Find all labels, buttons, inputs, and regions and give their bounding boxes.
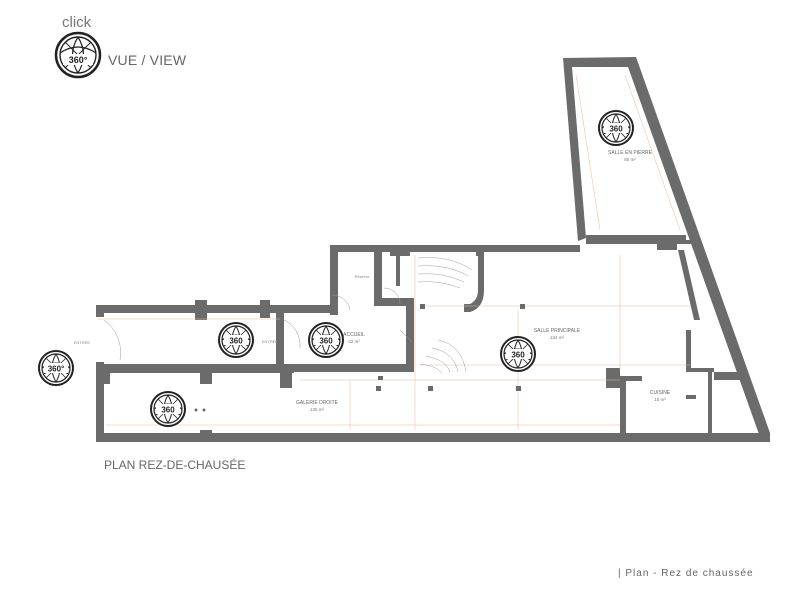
room-labels: SALLE EN PIERRE 80 m² SALLE PRINCIPALE 1…: [74, 150, 671, 412]
pano-360-icon-accueil[interactable]: 360: [308, 322, 344, 358]
pano-label-street-entrance: 360°: [48, 365, 65, 374]
fixtures: [194, 304, 525, 412]
plan-title: PLAN REZ-DE-CHAUSÉE: [104, 458, 246, 472]
staircase: [417, 257, 473, 375]
pano-label-salle-principale: 360: [511, 351, 525, 360]
label-entree-right: ENTRÉE: [262, 339, 279, 344]
pano-label-accueil: 360: [319, 337, 333, 346]
pano-label-salle-en-pierre: 360: [609, 125, 623, 134]
room-area-accueil: 42 m²: [348, 339, 360, 344]
room-area-cuisine: 15 m²: [654, 397, 666, 402]
pano-label-galerie-droite: 360: [161, 406, 175, 415]
label-entree-left: ENTRÉE: [74, 340, 91, 345]
view-label: VUE / VIEW: [108, 52, 187, 68]
room-name-salle-principale: SALLE PRINCIPALE: [534, 328, 581, 334]
pano-360-icon-entree-hall[interactable]: 360: [218, 322, 254, 358]
click-label: click: [62, 14, 92, 31]
room-name-cuisine: CUISINE: [650, 390, 671, 396]
walls: [96, 57, 770, 442]
pano-360-icon-salle-en-pierre[interactable]: 360: [598, 110, 634, 146]
footer-caption: | Plan - Rez de chaussée: [618, 568, 754, 579]
main-360-icon[interactable]: 360°: [54, 31, 102, 79]
pano-label-entree-hall: 360: [229, 337, 243, 346]
room-name-accueil: ACCUEIL: [343, 332, 365, 338]
label-reserve: Réserve: [355, 274, 371, 279]
room-area-salle-principale: 134 m²: [550, 335, 565, 340]
pano-360-icon-street-entrance[interactable]: 360°: [38, 350, 74, 386]
doors: [103, 287, 413, 361]
pano-360-icon-galerie-droite[interactable]: 360: [150, 391, 186, 427]
room-name-galerie-droite: GALERIE DROITE: [296, 400, 339, 406]
room-area-salle-en-pierre: 80 m²: [624, 157, 636, 162]
pano-360-icon-salle-principale[interactable]: 360: [500, 336, 536, 372]
main-360-text: 360°: [69, 55, 88, 65]
room-area-galerie-droite: 135 m²: [310, 407, 325, 412]
room-name-salle-en-pierre: SALLE EN PIERRE: [608, 150, 653, 156]
